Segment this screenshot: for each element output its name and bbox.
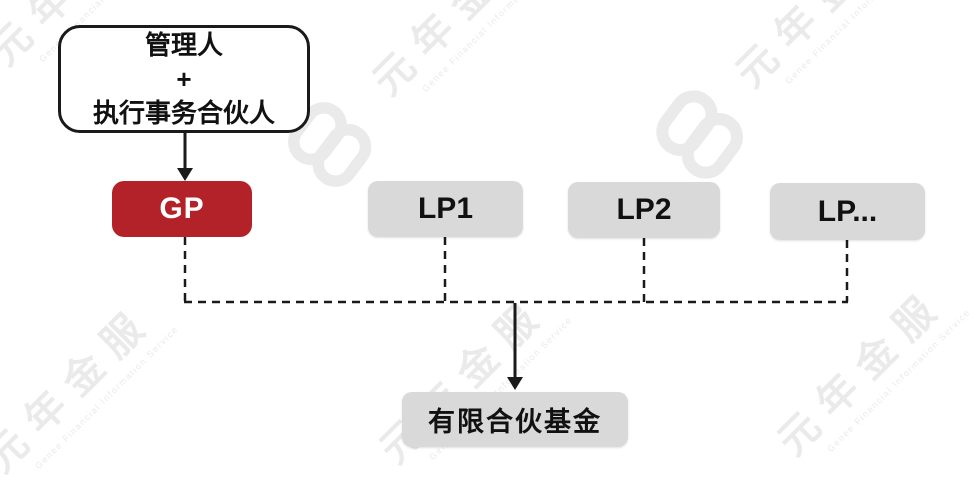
manager-line-3: 执行事务合伙人 xyxy=(92,98,275,129)
manager-line-2: + xyxy=(176,63,192,94)
arrow-down-icon xyxy=(177,168,193,181)
lp2-node: LP2 xyxy=(568,182,720,238)
manager-line-1: 管理人 xyxy=(144,29,223,60)
fund-node: 有限合伙基金 xyxy=(402,392,628,447)
gp-node: GP xyxy=(112,181,252,237)
lp1-node: LP1 xyxy=(368,181,523,237)
lp-more-node: LP... xyxy=(770,183,925,240)
arrow-down-icon xyxy=(507,377,523,390)
manager-node: 管理人 + 执行事务合伙人 xyxy=(58,25,310,133)
